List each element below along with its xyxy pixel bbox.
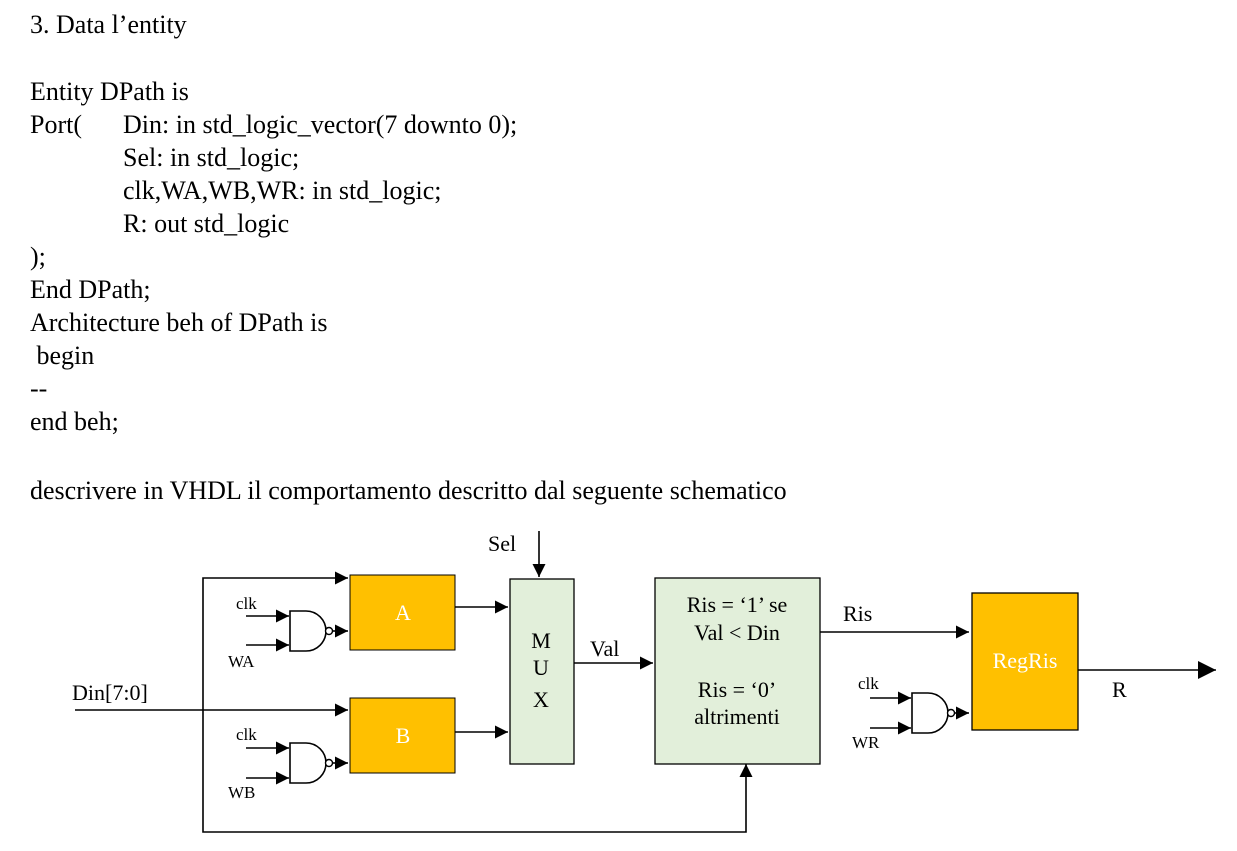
code-port-close: ); bbox=[30, 242, 46, 271]
din-label: Din[7:0] bbox=[72, 680, 148, 705]
and-gate-r bbox=[911, 692, 949, 734]
register-a bbox=[349, 574, 456, 651]
ris-label: Ris bbox=[843, 601, 872, 626]
code-port-keyword: Port( bbox=[30, 110, 82, 139]
code-port-r: R: out std_logic bbox=[123, 209, 290, 238]
register-b-label: B bbox=[396, 723, 411, 748]
code-end-entity: End DPath; bbox=[30, 275, 151, 304]
clk-r-label: clk bbox=[858, 674, 879, 693]
code-entity-line: Entity DPath is bbox=[30, 77, 189, 106]
code-port-sel: Sel: in std_logic; bbox=[123, 143, 300, 172]
and-gate-b bbox=[289, 742, 327, 784]
din-to-a-wire bbox=[202, 571, 348, 710]
mux-block bbox=[509, 578, 575, 765]
din-to-comparator-wire bbox=[202, 710, 753, 833]
code-port-ctrl: clk,WA,WB,WR: in std_logic; bbox=[123, 176, 442, 205]
wr-label: WR bbox=[852, 733, 880, 752]
register-regris bbox=[971, 592, 1079, 731]
and-gate-r-wires bbox=[870, 691, 969, 735]
and-gate-a-bubble bbox=[324, 626, 334, 636]
wa-label: WA bbox=[228, 652, 255, 671]
regris-label: RegRis bbox=[993, 648, 1058, 673]
comparator-line-4: altrimenti bbox=[694, 704, 780, 729]
mux-letter-u: U bbox=[533, 655, 549, 680]
code-port-din: Din: in std_logic_vector(7 downto 0); bbox=[123, 110, 518, 139]
code-architecture: Architecture beh of DPath is bbox=[30, 308, 328, 337]
code-end-arch: end beh; bbox=[30, 407, 119, 436]
register-b bbox=[349, 697, 456, 774]
code-comment: -- bbox=[30, 374, 48, 403]
exercise-heading: 3. Data l’entity bbox=[30, 10, 187, 39]
r-label: R bbox=[1112, 677, 1127, 702]
comparator-line-1: Ris = ‘1’ se bbox=[687, 592, 788, 617]
and-gate-a bbox=[289, 610, 327, 652]
register-a-label: A bbox=[395, 600, 411, 625]
mux-letter-x: X bbox=[533, 687, 549, 712]
din-bus-wires bbox=[75, 571, 753, 833]
comparator-block bbox=[654, 577, 821, 765]
code-begin: begin bbox=[30, 341, 95, 370]
and-gate-b-bubble bbox=[324, 758, 334, 768]
and-gate-r-bubble bbox=[946, 708, 956, 718]
val-label: Val bbox=[590, 636, 619, 661]
clk-a-label: clk bbox=[236, 594, 257, 613]
comparator-line-3: Ris = ‘0’ bbox=[698, 677, 776, 702]
comparator-line-2: Val < Din bbox=[694, 620, 780, 645]
sel-label: Sel bbox=[488, 531, 516, 556]
clk-b-label: clk bbox=[236, 725, 257, 744]
wb-label: WB bbox=[228, 783, 255, 802]
and-gate-b-wires bbox=[246, 725, 508, 785]
mux-letter-m: M bbox=[531, 628, 551, 653]
instruction-text: descrivere in VHDL il comportamento desc… bbox=[30, 476, 787, 505]
and-gate-a-wires bbox=[246, 600, 508, 652]
